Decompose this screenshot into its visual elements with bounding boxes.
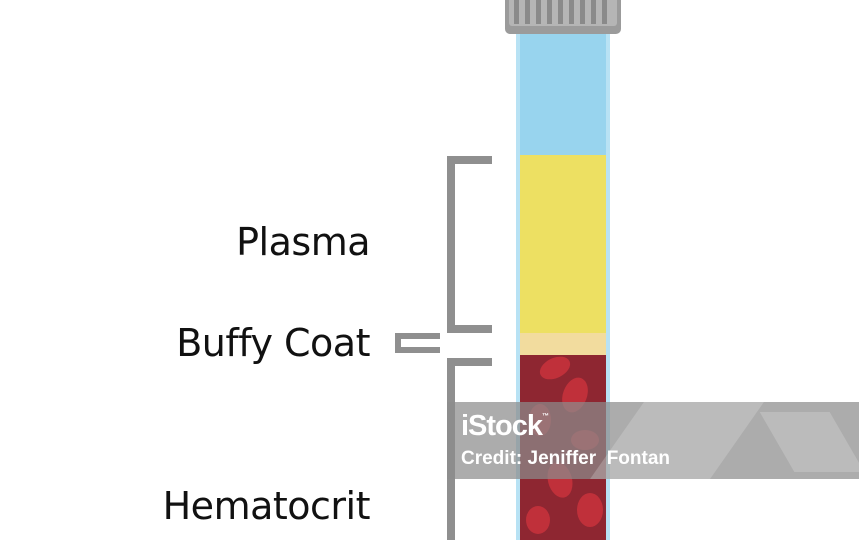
buffy-coat-label: Buffy Coat (176, 321, 370, 365)
buffy-coat-bracket (395, 333, 440, 353)
watermark-brand: iStock™ (461, 410, 549, 442)
brackets (395, 156, 492, 540)
hematocrit-bracket (447, 358, 492, 540)
plasma-layer (520, 155, 606, 335)
hematocrit-label: Hematocrit (162, 484, 371, 528)
plasma-label: Plasma (236, 220, 370, 264)
buffy-coat-layer (520, 333, 606, 357)
plasma-bracket (447, 156, 492, 333)
tube-cap (505, 0, 621, 34)
watermark-credit: Credit: Jeniffer Fontan (461, 448, 671, 469)
stock-watermark: iStock™ Credit: Jeniffer Fontan (447, 402, 859, 479)
